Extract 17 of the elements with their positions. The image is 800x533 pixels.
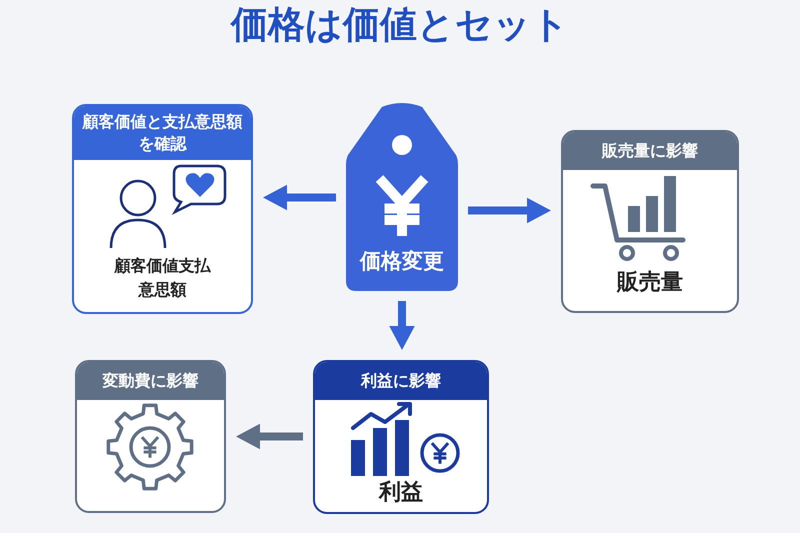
arrow — [263, 184, 336, 210]
arrow — [236, 424, 303, 450]
arrow — [389, 301, 415, 350]
card-label: 販売量 — [616, 269, 684, 297]
title: 価格は価値とセット — [229, 2, 570, 48]
tag-label: 価格変更 — [358, 248, 445, 275]
info-card — [72, 104, 253, 314]
card-label: 顧客価値支払意思額 — [113, 255, 212, 301]
info-card — [75, 360, 226, 513]
card-label: 利益 — [378, 479, 424, 507]
info-card — [313, 360, 489, 514]
card-header: 顧客価値と支払意思額を確認 — [74, 106, 251, 160]
info-card — [561, 130, 739, 313]
card-header: 販売量に影響 — [563, 132, 737, 170]
card-header: 変動費に影響 — [77, 362, 224, 400]
arrow — [468, 198, 551, 224]
card-header: 利益に影響 — [315, 362, 487, 400]
